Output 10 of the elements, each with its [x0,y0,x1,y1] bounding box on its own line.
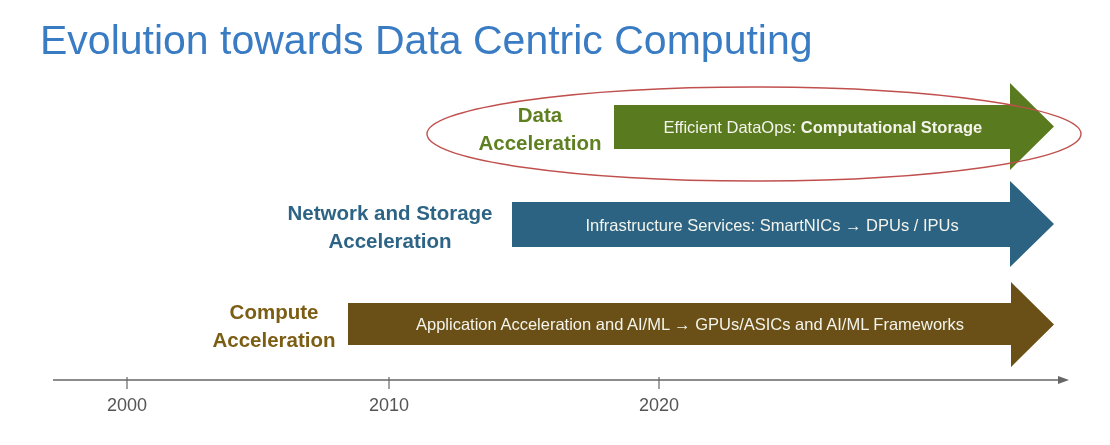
stage-heading: Network and Storage Acceleration [286,199,494,254]
band-label: Efficient DataOps: Computational Storage [663,117,983,137]
year-label: 2000 [107,394,147,416]
stage-heading: Data Acceleration [477,102,603,156]
band-label: Application Acceleration and AI/ML → GPUs/ASICs and AI/ML Frameworks [416,314,965,334]
band-label: Infrastructure Services: SmartNICs → DPUs / IPUs [585,214,959,235]
year-label: 2010 [369,394,409,416]
slide-title: Evolution towards Data Centric Computing [40,16,813,64]
year-label: 2020 [639,394,679,416]
stage-heading: Compute Acceleration [211,299,337,353]
